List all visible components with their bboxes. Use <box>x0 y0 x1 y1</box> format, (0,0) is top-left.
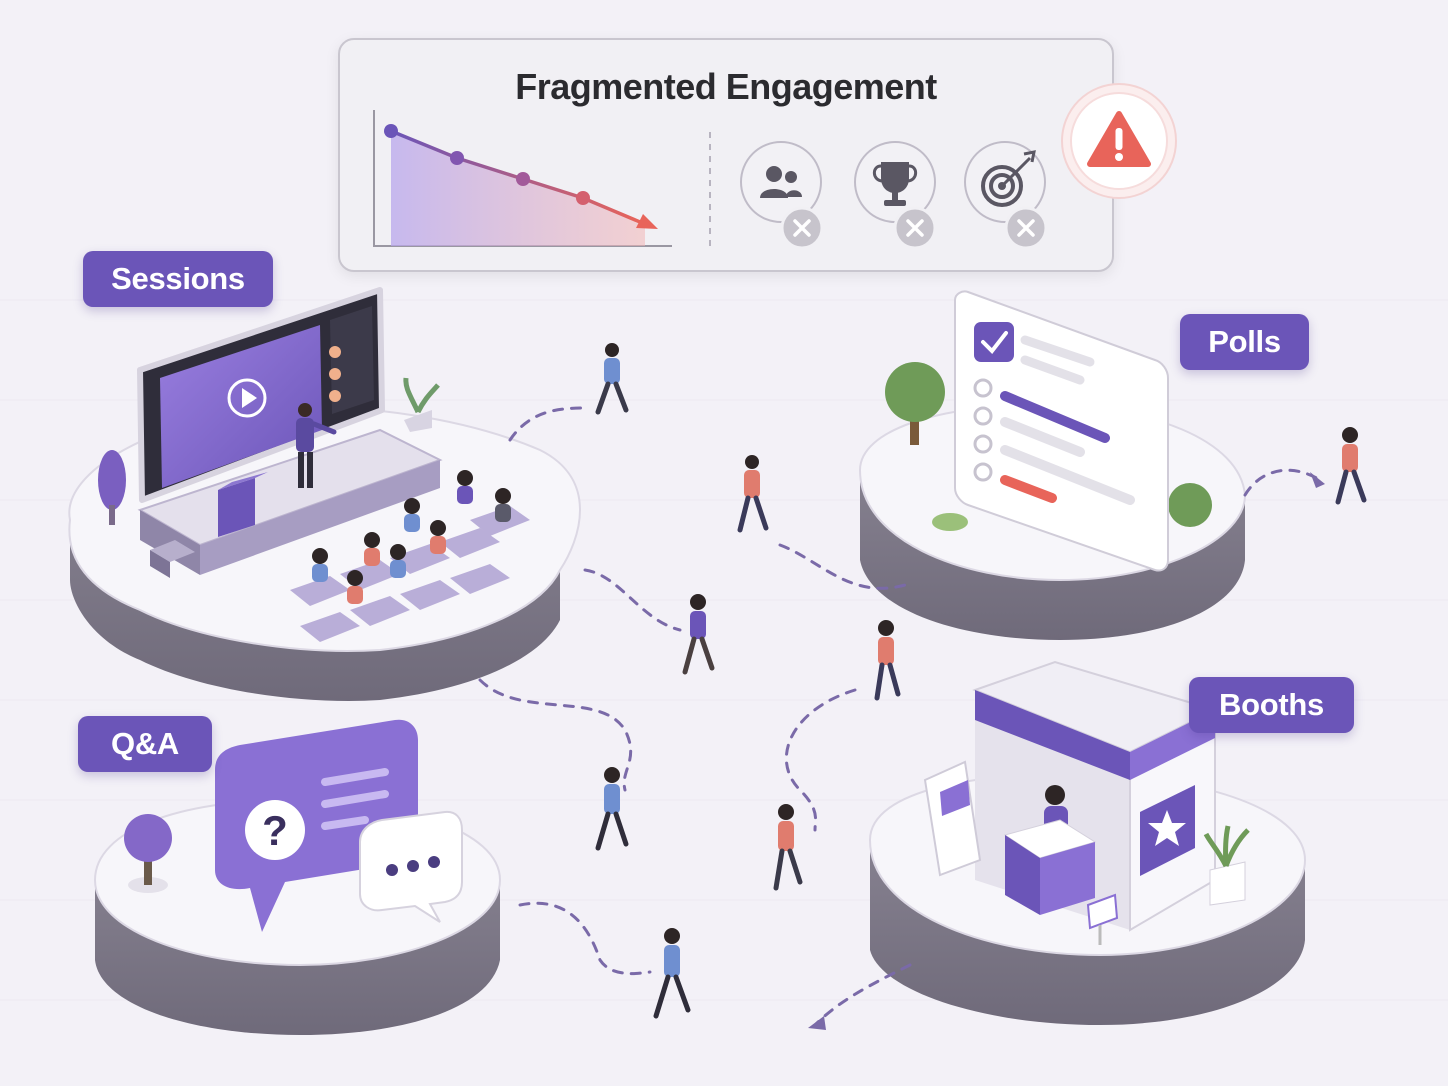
label-booths: Booths <box>1189 677 1354 733</box>
audience-seats <box>290 470 530 642</box>
checkbox-icon <box>974 322 1014 362</box>
walker-5 <box>1335 427 1367 505</box>
panel-title: Fragmented Engagement <box>515 66 937 107</box>
walker-1 <box>595 343 629 415</box>
dashed-paths <box>478 406 1322 1027</box>
trend-point <box>384 124 398 138</box>
walker-4 <box>874 620 901 701</box>
walker-3 <box>682 594 715 675</box>
users-icon <box>740 141 824 250</box>
svg-text:?: ? <box>262 807 288 854</box>
sessions-island <box>68 287 581 701</box>
trend-chart <box>373 110 1048 250</box>
poll-board <box>954 290 1169 572</box>
label-sessions: Sessions <box>83 251 273 307</box>
warning-triangle-icon <box>1061 83 1177 199</box>
trend-arrow-head <box>636 214 658 229</box>
polls-island <box>858 290 1247 640</box>
play-icon <box>227 378 267 418</box>
target-icon <box>964 141 1048 250</box>
floor-grid <box>0 299 1448 1001</box>
walker-2 <box>737 455 769 533</box>
star-icon <box>1148 810 1186 846</box>
walker-7 <box>773 804 803 891</box>
trophy-icon <box>854 141 937 250</box>
label-qa: Q&A <box>78 716 212 772</box>
label-polls: Polls <box>1180 314 1309 370</box>
typing-bubble-icon <box>359 810 463 923</box>
trend-point <box>516 172 530 186</box>
trend-point <box>450 151 464 165</box>
walking-people <box>595 343 1367 1019</box>
qa-island: ? <box>93 719 502 1035</box>
trend-point <box>576 191 590 205</box>
engagement-panel: Fragmented Engagement <box>338 38 1114 272</box>
question-bubble-icon: ? <box>215 719 418 932</box>
walker-8 <box>653 928 691 1019</box>
walker-6 <box>595 767 629 851</box>
presenter-person <box>296 403 337 488</box>
